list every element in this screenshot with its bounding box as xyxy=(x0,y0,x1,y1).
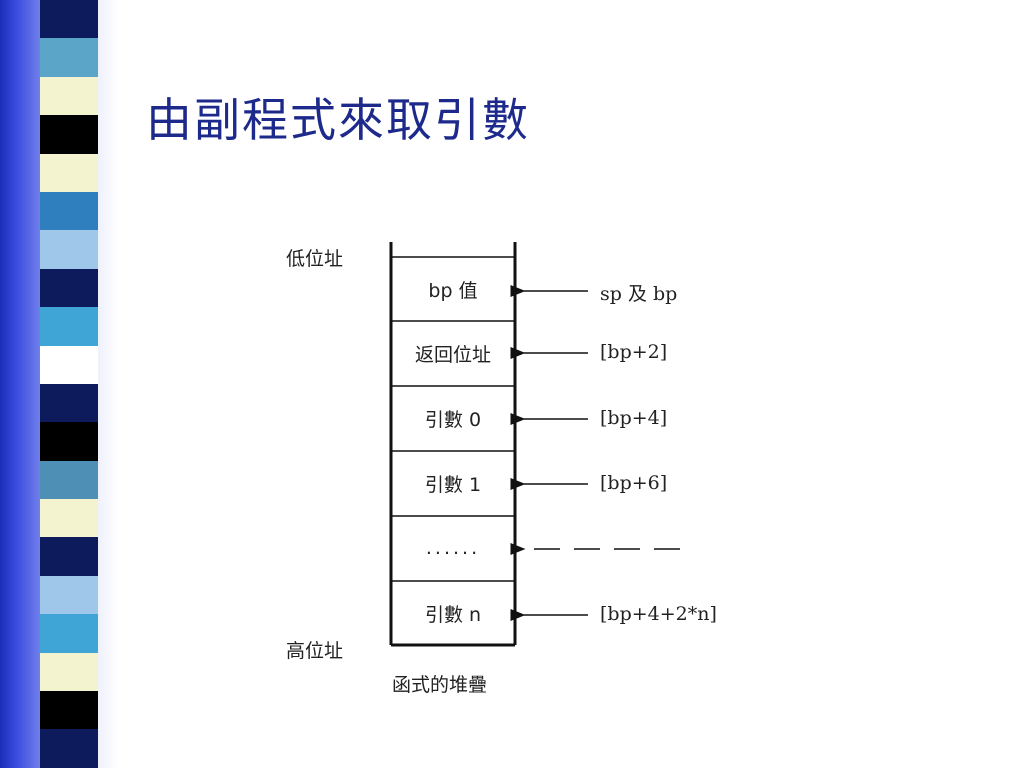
strip-block xyxy=(40,652,98,692)
strip-block xyxy=(40,422,98,461)
high-address-label: 高位址 xyxy=(286,640,344,662)
slide-title: 由副程式來取引數 xyxy=(146,93,530,147)
stack-cell-arg-0: 引數 0 xyxy=(424,408,482,431)
stack-frame xyxy=(389,242,680,647)
strip-block xyxy=(40,191,98,231)
strip-block xyxy=(40,345,98,384)
stack-cell-bp-value: bp 值 xyxy=(428,279,478,302)
strip-block xyxy=(40,729,98,768)
strip-block xyxy=(40,575,98,615)
stack-caption: 函式的堆疊 xyxy=(392,674,488,696)
stack-diagram: 低位址 高位址 函式的堆疊 bp 值 返回位址 引數 0 引數 1 ......… xyxy=(270,230,770,710)
stack-cell-arg-n: 引數 n xyxy=(424,603,482,626)
stack-cell-return-address: 返回位址 xyxy=(414,343,491,366)
strip-block xyxy=(40,115,98,154)
strip-block xyxy=(40,153,98,192)
strip-block xyxy=(40,268,98,308)
strip-block xyxy=(40,383,98,423)
strip-block xyxy=(40,0,98,39)
strip-block xyxy=(40,537,98,576)
pointer-label-bp2: [bp+2] xyxy=(600,341,668,363)
strip-block xyxy=(40,76,98,116)
strip-block xyxy=(40,307,98,346)
stack-cell-ellipsis: ...... xyxy=(425,537,481,559)
strip-block xyxy=(40,691,98,730)
pointer-label-bp4: [bp+4] xyxy=(600,407,668,429)
side-decoration-strip xyxy=(0,0,118,768)
pointer-label-bp4-2n: [bp+4+2*n] xyxy=(600,603,717,625)
strip-block xyxy=(40,38,98,77)
strip-block xyxy=(40,230,98,269)
pointer-label-sp-bp: sp 及 bp xyxy=(600,283,678,305)
low-address-label: 低位址 xyxy=(286,248,344,270)
strip-block xyxy=(40,614,98,653)
strip-block xyxy=(40,499,98,538)
pointer-label-bp6: [bp+6] xyxy=(600,472,668,494)
strip-block xyxy=(40,460,98,500)
stack-cell-arg-1: 引數 1 xyxy=(424,473,482,496)
